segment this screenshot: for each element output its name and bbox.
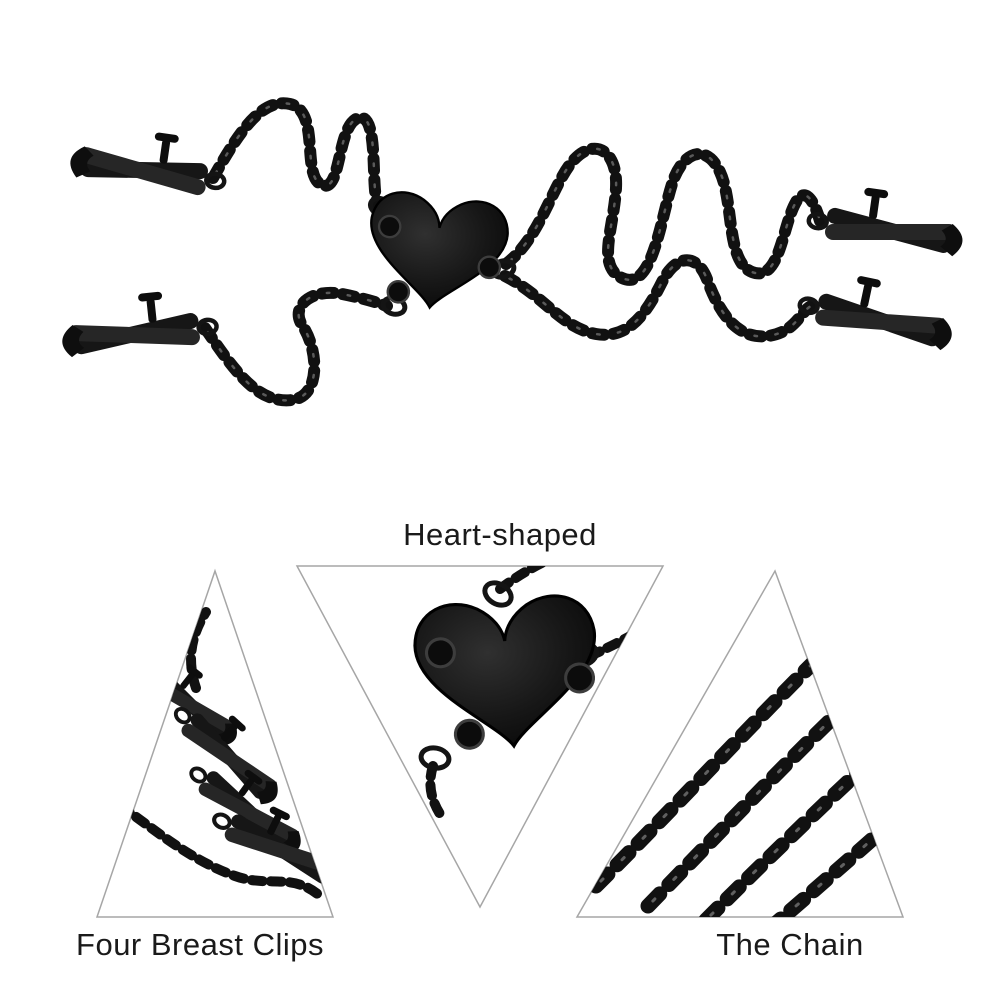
chain-bottom-left bbox=[205, 293, 387, 401]
detail-triangle-clips bbox=[95, 568, 335, 918]
main-product-photo bbox=[58, 103, 968, 400]
detail-triangle-heart bbox=[295, 565, 665, 909]
heart-detail-content bbox=[410, 566, 660, 814]
label-heart-shaped: Heart-shaped bbox=[403, 517, 597, 552]
breast-clip-top-left bbox=[68, 121, 230, 200]
breast-clip-bottom-right bbox=[796, 265, 960, 354]
detail-chain-ring-top bbox=[482, 580, 514, 608]
breast-clip-bottom-left bbox=[58, 286, 218, 360]
detail-chain-ring-bottom bbox=[418, 745, 452, 771]
breast-clip-top-right bbox=[806, 180, 968, 259]
label-the-chain: The Chain bbox=[716, 927, 864, 962]
chain-top-right bbox=[506, 149, 820, 280]
detail-triangle-chain bbox=[575, 569, 905, 918]
heart-pendant bbox=[360, 187, 513, 318]
chain-top-left bbox=[213, 103, 378, 205]
label-four-breast-clips: Four Breast Clips bbox=[76, 927, 324, 962]
